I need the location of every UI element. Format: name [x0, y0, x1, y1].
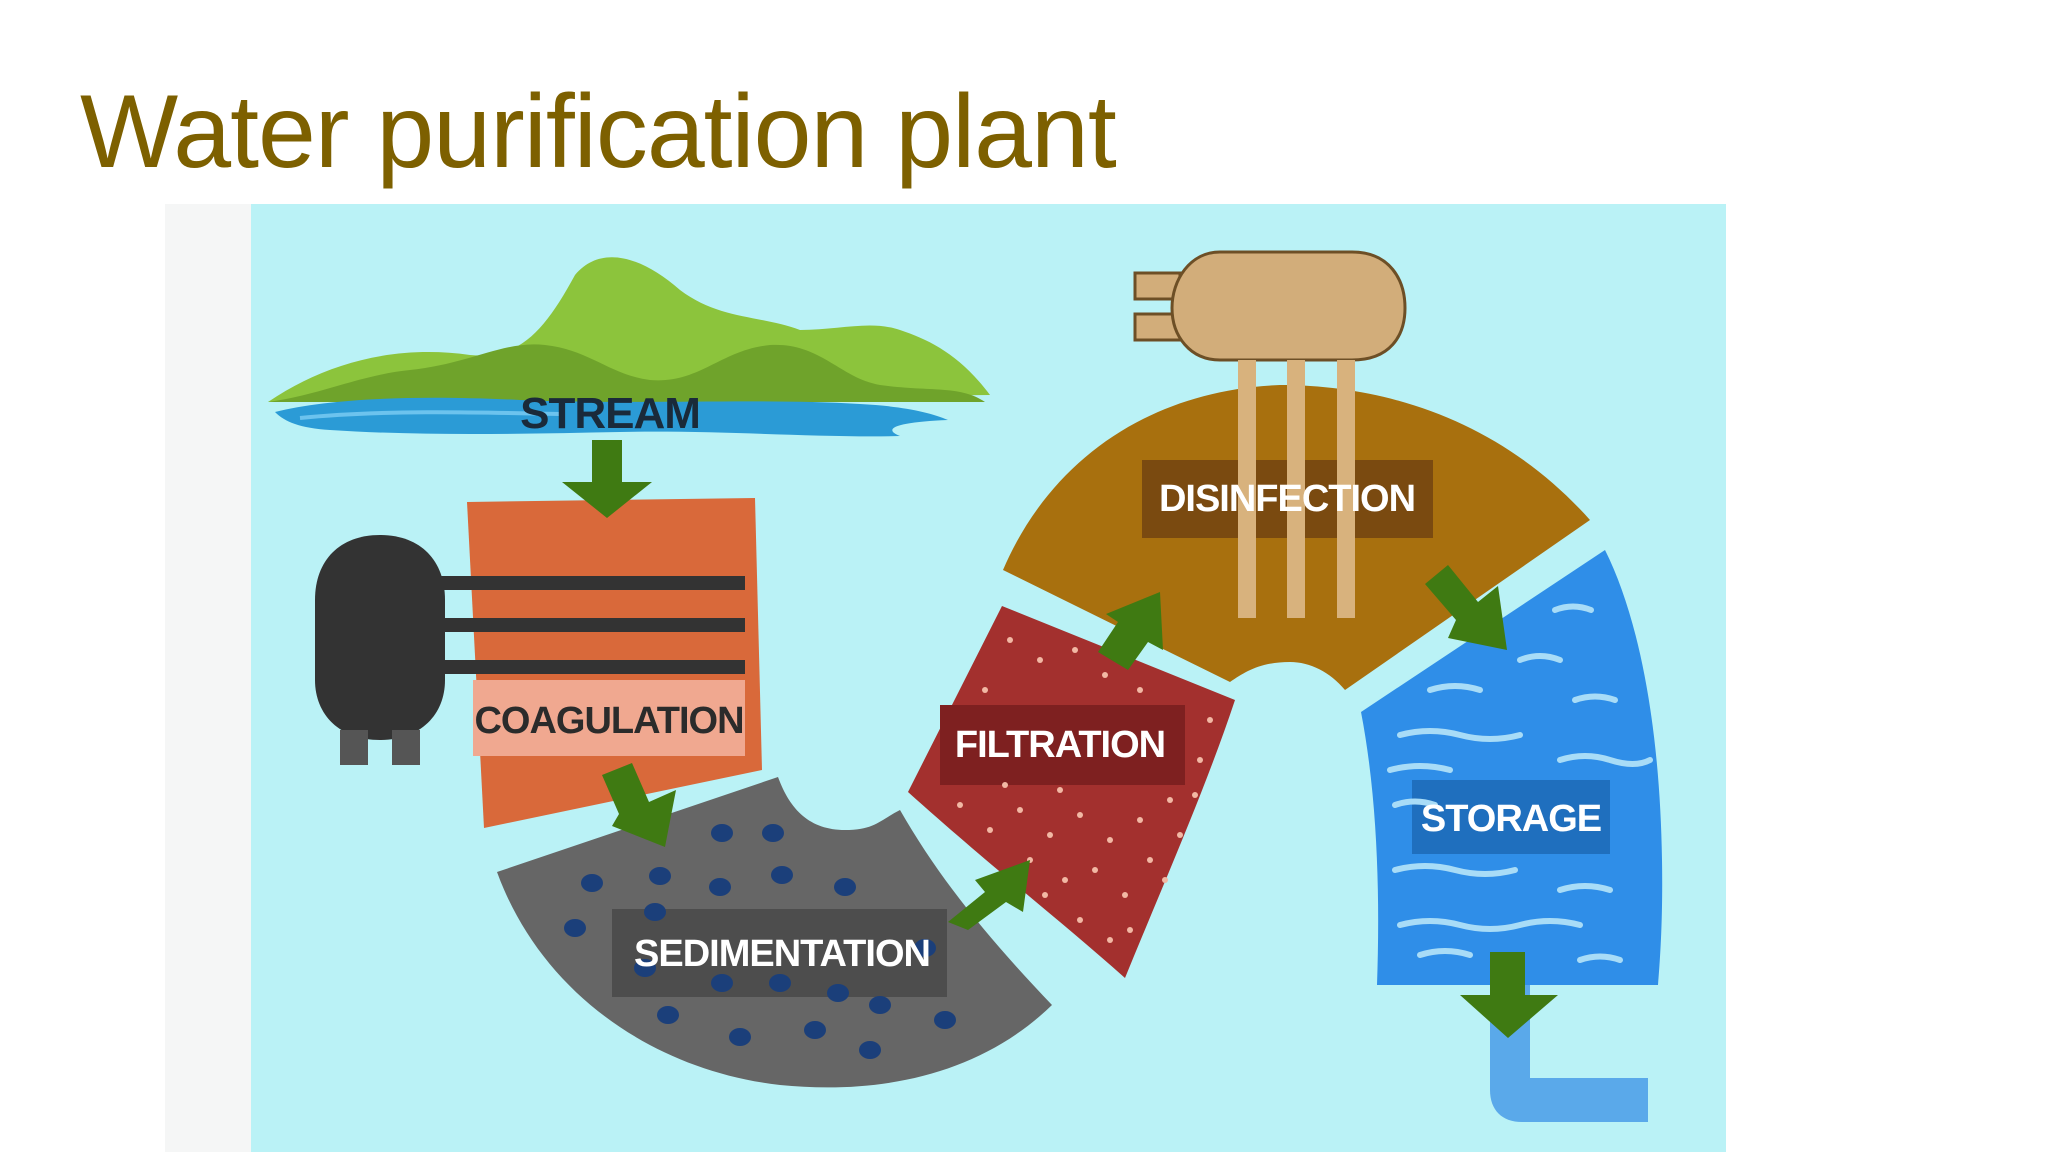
chlorine-feed-pipe-3	[1337, 360, 1355, 618]
tank-pipe-1	[440, 576, 745, 590]
sediment-particles	[564, 824, 956, 1059]
storage-tank	[1361, 550, 1663, 985]
hills-front	[268, 344, 985, 402]
arrow-coagulation-to-sedimentation	[602, 763, 676, 847]
storage-label: STORAGE	[1421, 798, 1601, 840]
arrow-stream-to-coagulation	[562, 440, 652, 518]
arrow-sedimentation-to-filtration	[948, 860, 1030, 930]
filtration-label-bg	[940, 705, 1185, 785]
tank-leg-right	[392, 730, 420, 765]
tank-leg-left	[340, 730, 368, 765]
arrow-disinfection-to-storage	[1425, 565, 1507, 650]
coagulation-label-bg	[473, 680, 745, 756]
filtration-bed	[908, 606, 1235, 978]
tank-pipe-2	[440, 618, 745, 632]
arrow-storage-outlet	[1460, 952, 1558, 1038]
coagulation-label: COAGULATION	[474, 700, 743, 742]
stream-water	[275, 397, 948, 437]
chlorine-feed-pipe-2	[1287, 360, 1305, 618]
disinfection-label: DISINFECTION	[1159, 478, 1415, 520]
filtration-stage	[908, 606, 1235, 978]
stream-water-highlight	[299, 410, 561, 420]
flow-arrows	[562, 440, 1558, 1038]
chemical-tank	[315, 535, 445, 740]
panel-shadow	[165, 204, 253, 1152]
filtration-label: FILTRATION	[955, 724, 1165, 766]
chlorine-feed-pipe-1	[1238, 360, 1256, 618]
tank-pipe-3	[440, 660, 745, 674]
sedimentation-stage	[497, 777, 1052, 1088]
coagulation-stage	[315, 498, 762, 828]
arrow-filtration-to-disinfection	[1098, 592, 1163, 670]
sedimentation-label: SEDIMENTATION	[634, 933, 930, 975]
storage-water-waves	[1387, 603, 1653, 963]
slide-title: Water purification plant	[80, 74, 1117, 190]
stream-label: STREAM	[520, 389, 700, 438]
storage-stage	[1361, 550, 1663, 1122]
stream-stage	[268, 257, 990, 437]
storage-label-bg	[1412, 780, 1610, 854]
outlet-pipe	[1490, 940, 1648, 1122]
chlorine-tank	[1170, 250, 1407, 362]
